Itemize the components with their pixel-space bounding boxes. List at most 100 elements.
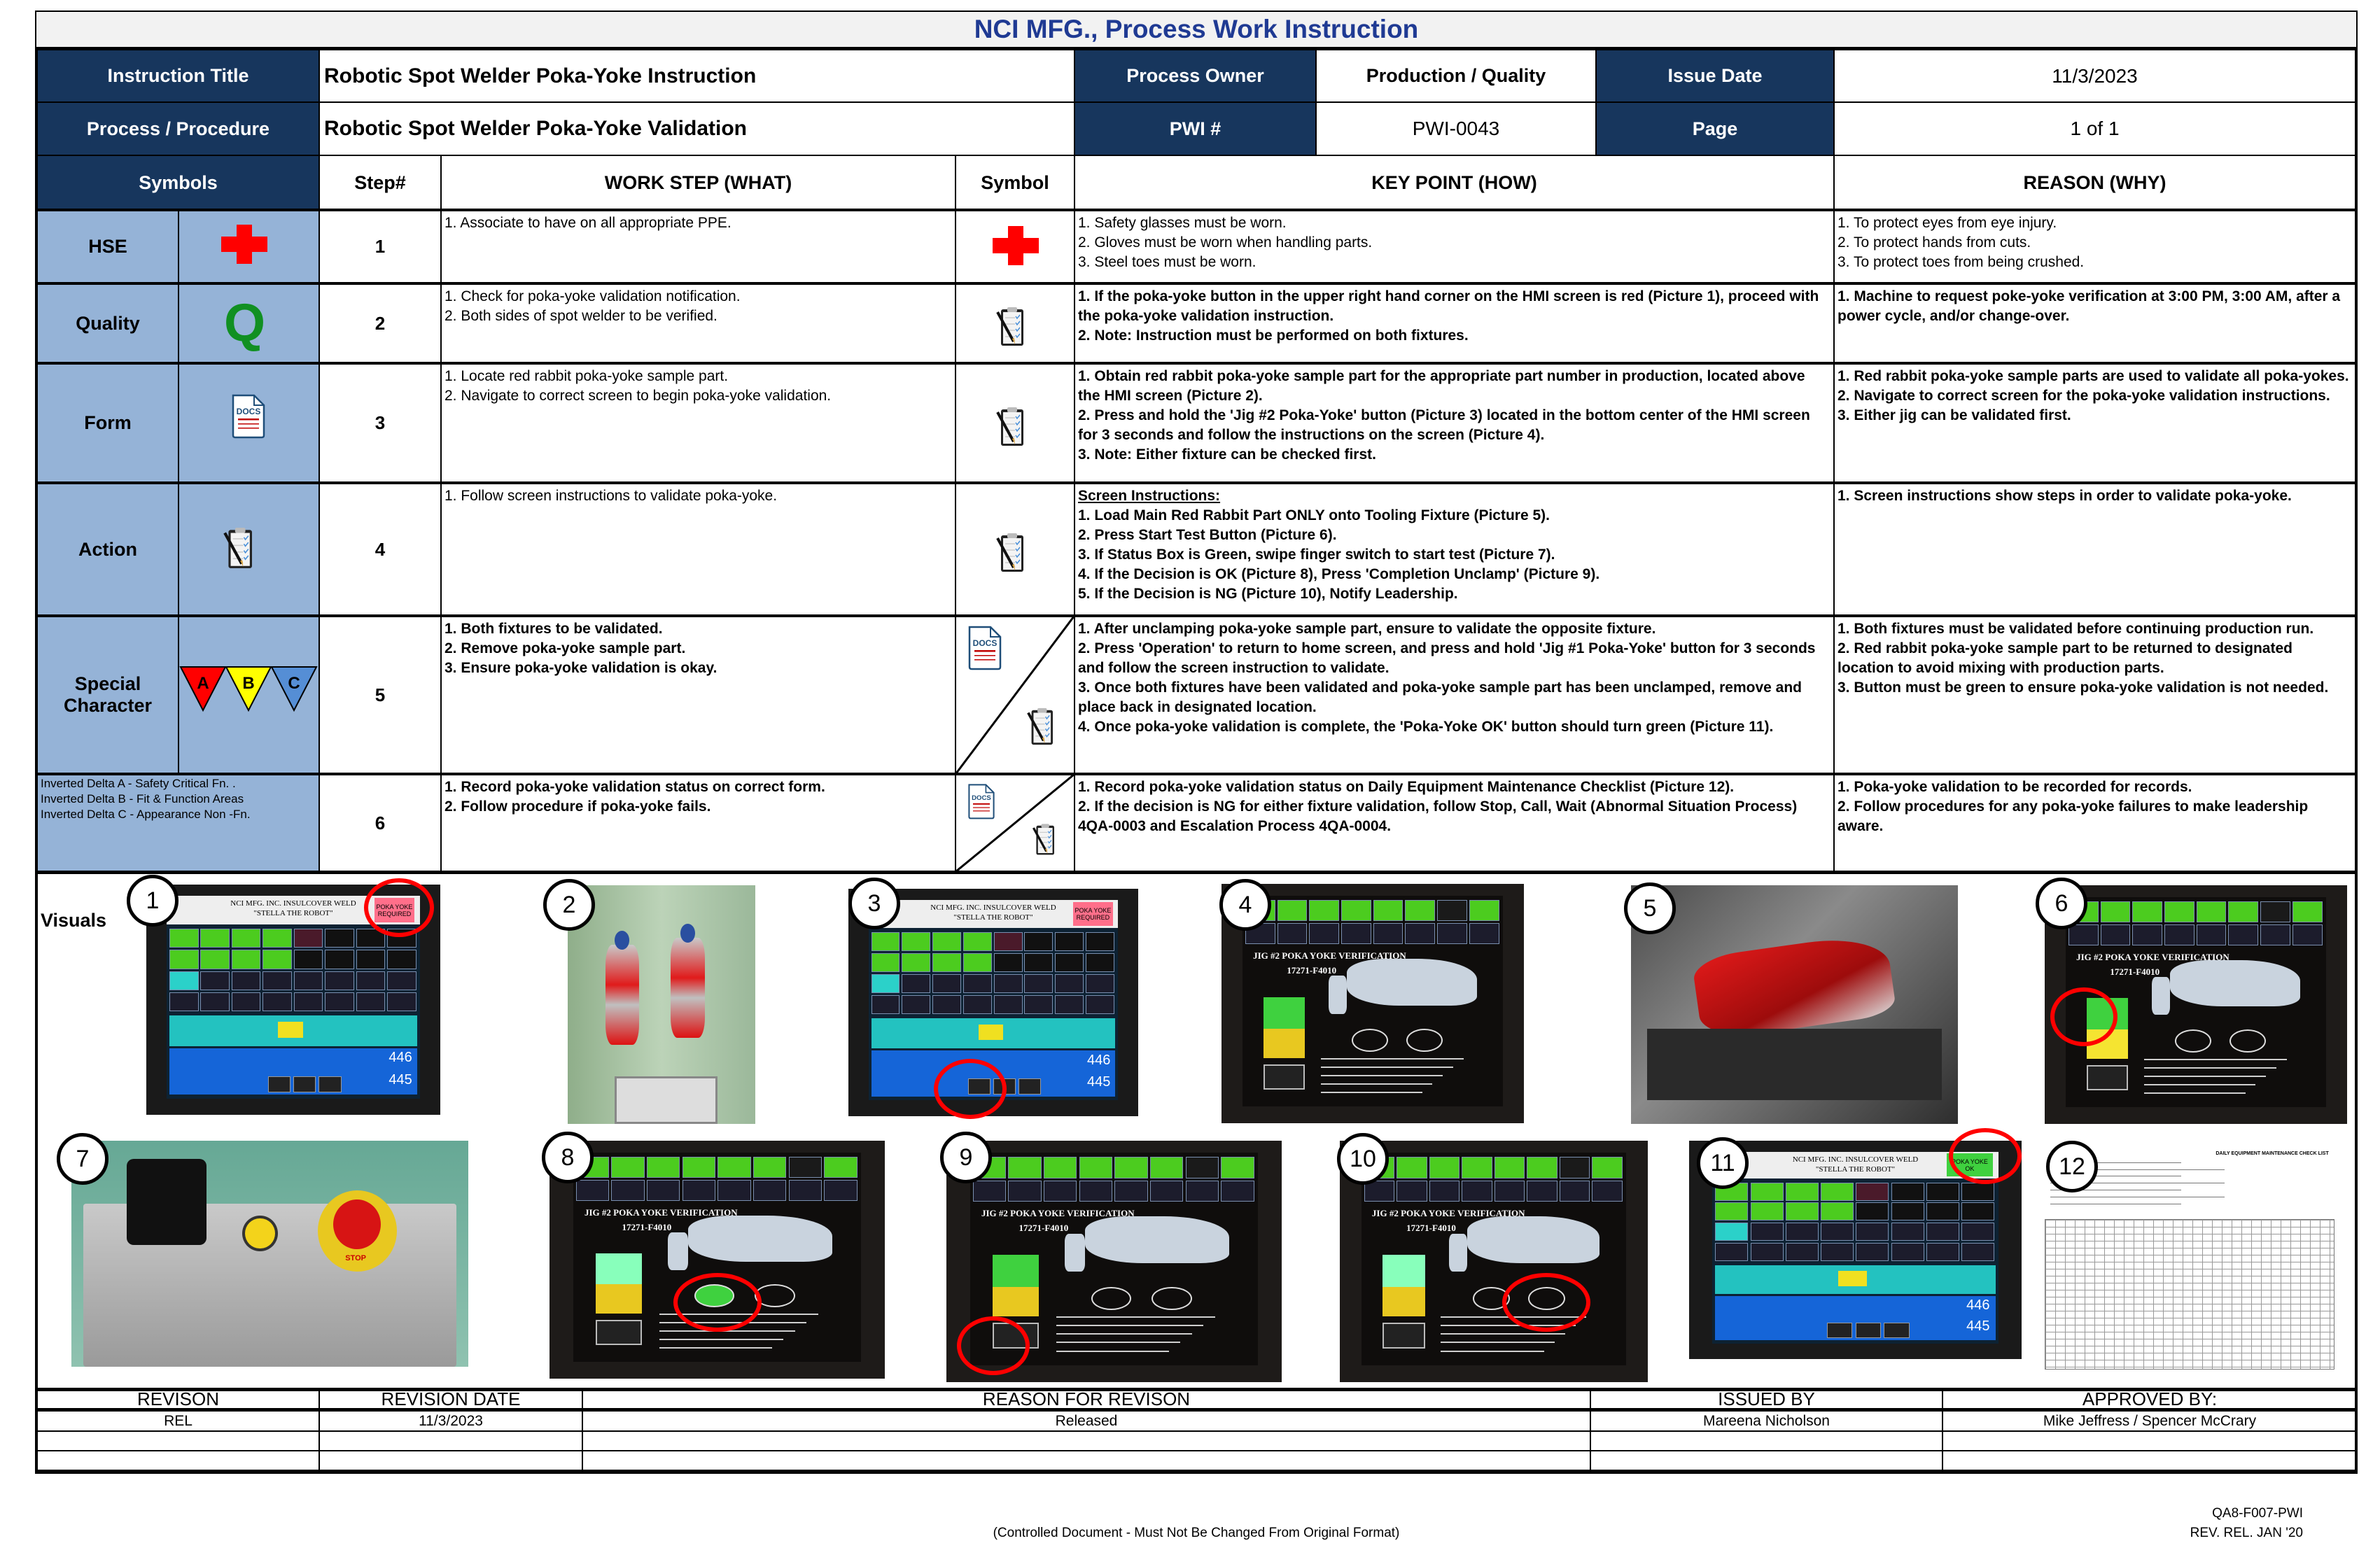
part-image (1085, 1216, 1230, 1264)
hmi-button (1469, 900, 1499, 922)
hmi-bottom-button (318, 1076, 342, 1093)
hmi-button (1559, 1180, 1590, 1202)
hmi-button (1559, 1157, 1590, 1178)
highlight-circle (1502, 1273, 1590, 1332)
hmi-button (1373, 923, 1404, 945)
symbol-special-character-label: Special Character (63, 673, 153, 716)
work-step-item: 2. Remove poka-yoke sample part. (444, 640, 686, 656)
work-step-cell: 1. Associate to have on all appropriate … (440, 209, 956, 284)
hmi-button (1926, 1223, 1959, 1241)
hmi-bottom-button (293, 1076, 316, 1093)
hmi-button (1856, 1223, 1889, 1241)
picture-number: 3 (867, 889, 881, 917)
completion-unclamp-button (1382, 1323, 1425, 1349)
instruction-title-label: Instruction Title (36, 49, 320, 103)
hmi-button (932, 953, 962, 973)
work-step-item: 2. Navigate to correct screen to begin p… (444, 388, 832, 404)
hmi-button (1750, 1243, 1784, 1262)
hmi-button (1055, 953, 1084, 973)
instruction-line (1056, 1342, 1181, 1344)
revision-cell: Released (582, 1410, 1591, 1432)
picture-number: 10 (1350, 1145, 1376, 1172)
hmi-button (325, 928, 354, 948)
hmi-button (1008, 1180, 1042, 1202)
hmi-button (2164, 901, 2194, 923)
instruction-line (2143, 1092, 2246, 1095)
hmi-button (2068, 924, 2099, 946)
row-divider (36, 773, 2356, 775)
hmi-button (1396, 1157, 1427, 1178)
yellow-button (241, 1215, 278, 1252)
work-step-item: 1. Both fixtures to be validated. (444, 621, 663, 637)
hmi-button (1055, 995, 1084, 1015)
hmi-button (262, 928, 292, 948)
hmi-counter-jig1: 446 (388, 1050, 412, 1066)
reason-item: 1. Screen instructions show steps in ord… (1837, 488, 2292, 504)
step-symbol-cell (955, 209, 1075, 284)
hmi-button (2260, 924, 2290, 946)
step-number-cell: 1 (318, 209, 442, 284)
revision-header: REVISION DATE (381, 1388, 521, 1409)
hmi-button (1821, 1202, 1854, 1221)
picture-number: 12 (2059, 1153, 2085, 1180)
clipboard-checklist-icon (1027, 708, 1053, 745)
reason-cell: 1. Both fixtures must be validated befor… (1833, 615, 2356, 775)
hmi-button (1891, 1243, 1924, 1262)
hmi-button (1024, 974, 1054, 994)
reason-item: 1. Both fixtures must be validated befor… (1837, 621, 2314, 637)
hmi-button (200, 928, 230, 948)
hmi-button (902, 932, 931, 952)
start-test-button (1263, 1028, 1306, 1058)
hmi-button (646, 1179, 680, 1201)
hmi-button (1429, 1180, 1460, 1202)
svg-text:DOCS: DOCS (972, 794, 991, 802)
revision-cell: 11/3/2023 (318, 1410, 583, 1432)
revision-value: REL (164, 1412, 192, 1429)
row-divider (36, 362, 2356, 365)
reason-cell: 1. To protect eyes from eye injury.2. To… (1833, 209, 2356, 284)
highlight-circle (1948, 1127, 2022, 1184)
picture-number-badge: 2 (543, 879, 595, 931)
revision-value: Mareena Nicholson (1703, 1412, 1830, 1429)
jig-screen-title: JIG #2 POKA YOKE VERIFICATION (2076, 952, 2230, 963)
revision-value: Mike Jeffress / Spencer McCrary (2043, 1412, 2257, 1429)
hmi-button (1277, 900, 1308, 922)
hmi-button (1405, 900, 1436, 922)
hmi-button (200, 992, 230, 1012)
clipboard-checklist-icon (996, 407, 1023, 446)
revision-cell (1942, 1430, 2358, 1451)
delta-legend-note: Inverted Delta B - Fit & Function Areas (41, 792, 244, 805)
hmi-panel-edge (615, 1076, 718, 1124)
hmi-button (2196, 901, 2227, 923)
emergency-stop-mushroom (333, 1199, 382, 1250)
hmi-button (169, 971, 199, 991)
key-point-item: 1. Load Main Red Rabbit Part ONLY onto T… (1078, 507, 1550, 523)
hmi-button (1396, 1180, 1427, 1202)
row-divider (36, 614, 2356, 617)
hmi-button (1785, 1223, 1819, 1241)
symbol-action-label-cell: Action (36, 482, 179, 617)
instruction-line (1441, 1325, 1576, 1327)
hmi-button (824, 1179, 858, 1201)
hmi-button (1891, 1182, 1924, 1201)
hmi-button (1926, 1243, 1959, 1262)
key-point-item: 3. If Status Box is Green, swipe finger … (1078, 547, 1555, 563)
hmi-button (169, 928, 199, 948)
picture-number: 8 (561, 1144, 575, 1171)
inverted-delta-c-icon (270, 666, 318, 712)
hmi-button (2228, 924, 2259, 946)
hmi-button (972, 1180, 1006, 1202)
hmi-button (871, 974, 900, 994)
picture-11-home-hmi-screen: NCI MFG. INC. INSULCOVER WELD"STELLA THE… (1689, 1141, 2022, 1359)
key-point-item: 1. Record poka-yoke validation status on… (1078, 779, 1735, 795)
clipboard-checklist-icon (996, 307, 1023, 346)
key-point-item: 2. Press 'Operation' to return to home s… (1078, 640, 1816, 676)
hmi-button (1364, 1180, 1395, 1202)
hmi-button (1024, 995, 1054, 1015)
hmi-button (2132, 924, 2163, 946)
symbol-quality-icon-cell (178, 283, 320, 364)
key-point-item: 3. Steel toes must be worn. (1078, 254, 1256, 270)
key-point-heading: Screen Instructions: (1078, 488, 1221, 504)
poka-yoke-status-button: POKA YOKE REQUIRED (1072, 902, 1113, 927)
row-divider (36, 209, 2356, 211)
